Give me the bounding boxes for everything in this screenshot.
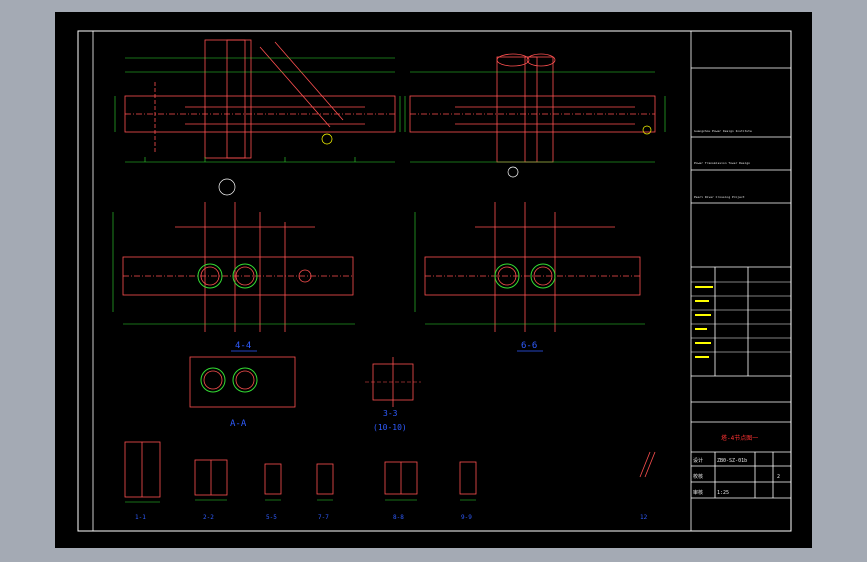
cad-viewport[interactable]: Guangzhou Power Design Institute Power T…	[55, 12, 812, 548]
elevation-right	[414, 202, 645, 332]
label-small-4: 7-7	[318, 514, 329, 521]
elevation-left	[112, 202, 355, 332]
label-sketch: 12	[640, 514, 648, 521]
cad-drawing-canvas[interactable]: Guangzhou Power Design Institute Power T…	[55, 12, 812, 548]
label-small-6: 9-9	[461, 514, 472, 521]
title-block-yellow-marks	[695, 286, 713, 358]
label-small-3: 5-5	[266, 514, 277, 521]
label-plan-right: 6-6	[521, 341, 537, 351]
detail-a	[189, 356, 296, 408]
scale-value: 1:25	[717, 490, 729, 496]
label-plan-left: 4-4	[235, 341, 251, 351]
small-sections-dims	[125, 499, 476, 503]
plan-view-right	[399, 53, 666, 178]
title-block	[690, 31, 791, 531]
small-sections	[124, 441, 656, 498]
company-en-1: Guangzhou Power Design Institute	[694, 129, 752, 133]
plan-view-left	[114, 39, 406, 196]
field-check: 校核	[693, 473, 703, 480]
label-detail-b-alt: (10-10)	[373, 423, 407, 432]
label-small-5: 8-8	[393, 514, 404, 521]
field-approve: 审核	[693, 489, 703, 496]
sheet-border	[77, 30, 792, 532]
label-detail-a: A-A	[230, 419, 247, 429]
detail-b	[365, 357, 421, 407]
field-design: 设计	[693, 457, 703, 464]
company-en-2: Power Transmission Tower Design	[694, 161, 750, 165]
drawing-no: ZB0-SZ-01b	[717, 458, 747, 464]
label-small-1: 1-1	[135, 514, 146, 521]
sheet-title: 塔-4节点图一	[721, 434, 758, 442]
label-detail-b: 3-3	[383, 409, 398, 418]
label-small-2: 2-2	[203, 514, 214, 521]
project-en: Pearl River Crossing Project	[694, 195, 745, 199]
sheet-no: 2	[777, 474, 780, 480]
title-block-rows	[691, 281, 791, 353]
